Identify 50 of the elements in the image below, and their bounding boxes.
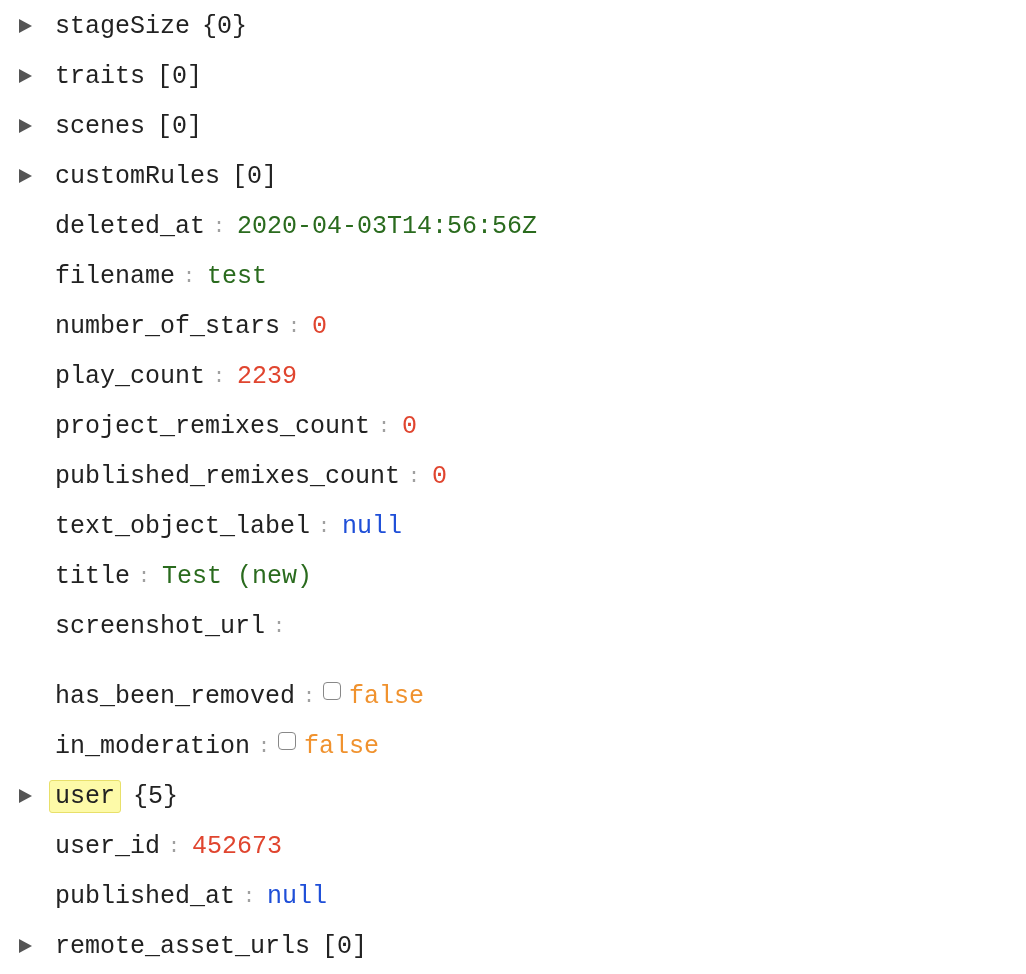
property-key: stageSize [55, 11, 191, 41]
separator: : [258, 734, 271, 758]
property-key: deleted_at [55, 211, 206, 241]
separator: : [318, 514, 331, 538]
property-key: user_id [55, 831, 161, 861]
property-key: customRules [55, 161, 221, 191]
child-count: [0] [322, 931, 368, 961]
separator: : [213, 214, 226, 238]
number-value: 0 [432, 461, 448, 491]
highlighted-key: user [49, 779, 121, 813]
child-count: [0] [157, 111, 203, 141]
separator: : [288, 314, 301, 338]
separator: : [243, 884, 256, 908]
separator: : [138, 564, 151, 588]
property-key: number_of_stars [55, 311, 281, 341]
number-value: 452673 [192, 831, 283, 861]
property-key: remote_asset_urls [55, 931, 311, 961]
child-count: [0] [157, 61, 203, 91]
string-value: 2020-04-03T14:56:56Z [237, 211, 538, 241]
number-value: 0 [312, 311, 328, 341]
number-value: 0 [402, 411, 418, 441]
property-key: project_remixes_count [55, 411, 371, 441]
property-key: has_been_removed [55, 681, 296, 711]
child-count: [0] [232, 161, 278, 191]
property-key: title [55, 561, 130, 591]
property-key: text_object_label [55, 511, 311, 541]
property-key: screenshot_url [55, 611, 266, 641]
separator: : [168, 834, 181, 858]
property-key: published_remixes_count [55, 461, 401, 491]
number-value: 2239 [237, 361, 298, 391]
property-key: in_moderation [55, 731, 251, 761]
null-value: null [342, 511, 403, 541]
separator: : [408, 464, 421, 488]
string-value: test [207, 261, 268, 291]
null-value: null [267, 881, 328, 911]
child-count: {0} [202, 11, 248, 41]
property-key: filename [55, 261, 176, 291]
boolean-value: false [349, 681, 425, 711]
boolean-value: false [304, 731, 380, 761]
property-key: play_count [55, 361, 206, 391]
string-value: Test (new) [162, 561, 313, 591]
separator: : [183, 264, 196, 288]
separator: : [303, 684, 316, 708]
separator: : [273, 614, 286, 638]
property-key: scenes [55, 111, 145, 141]
child-count: {5} [133, 781, 179, 811]
separator: : [213, 364, 226, 388]
separator: : [378, 414, 391, 438]
property-key: published_at [55, 881, 236, 911]
property-key: traits [55, 61, 145, 91]
